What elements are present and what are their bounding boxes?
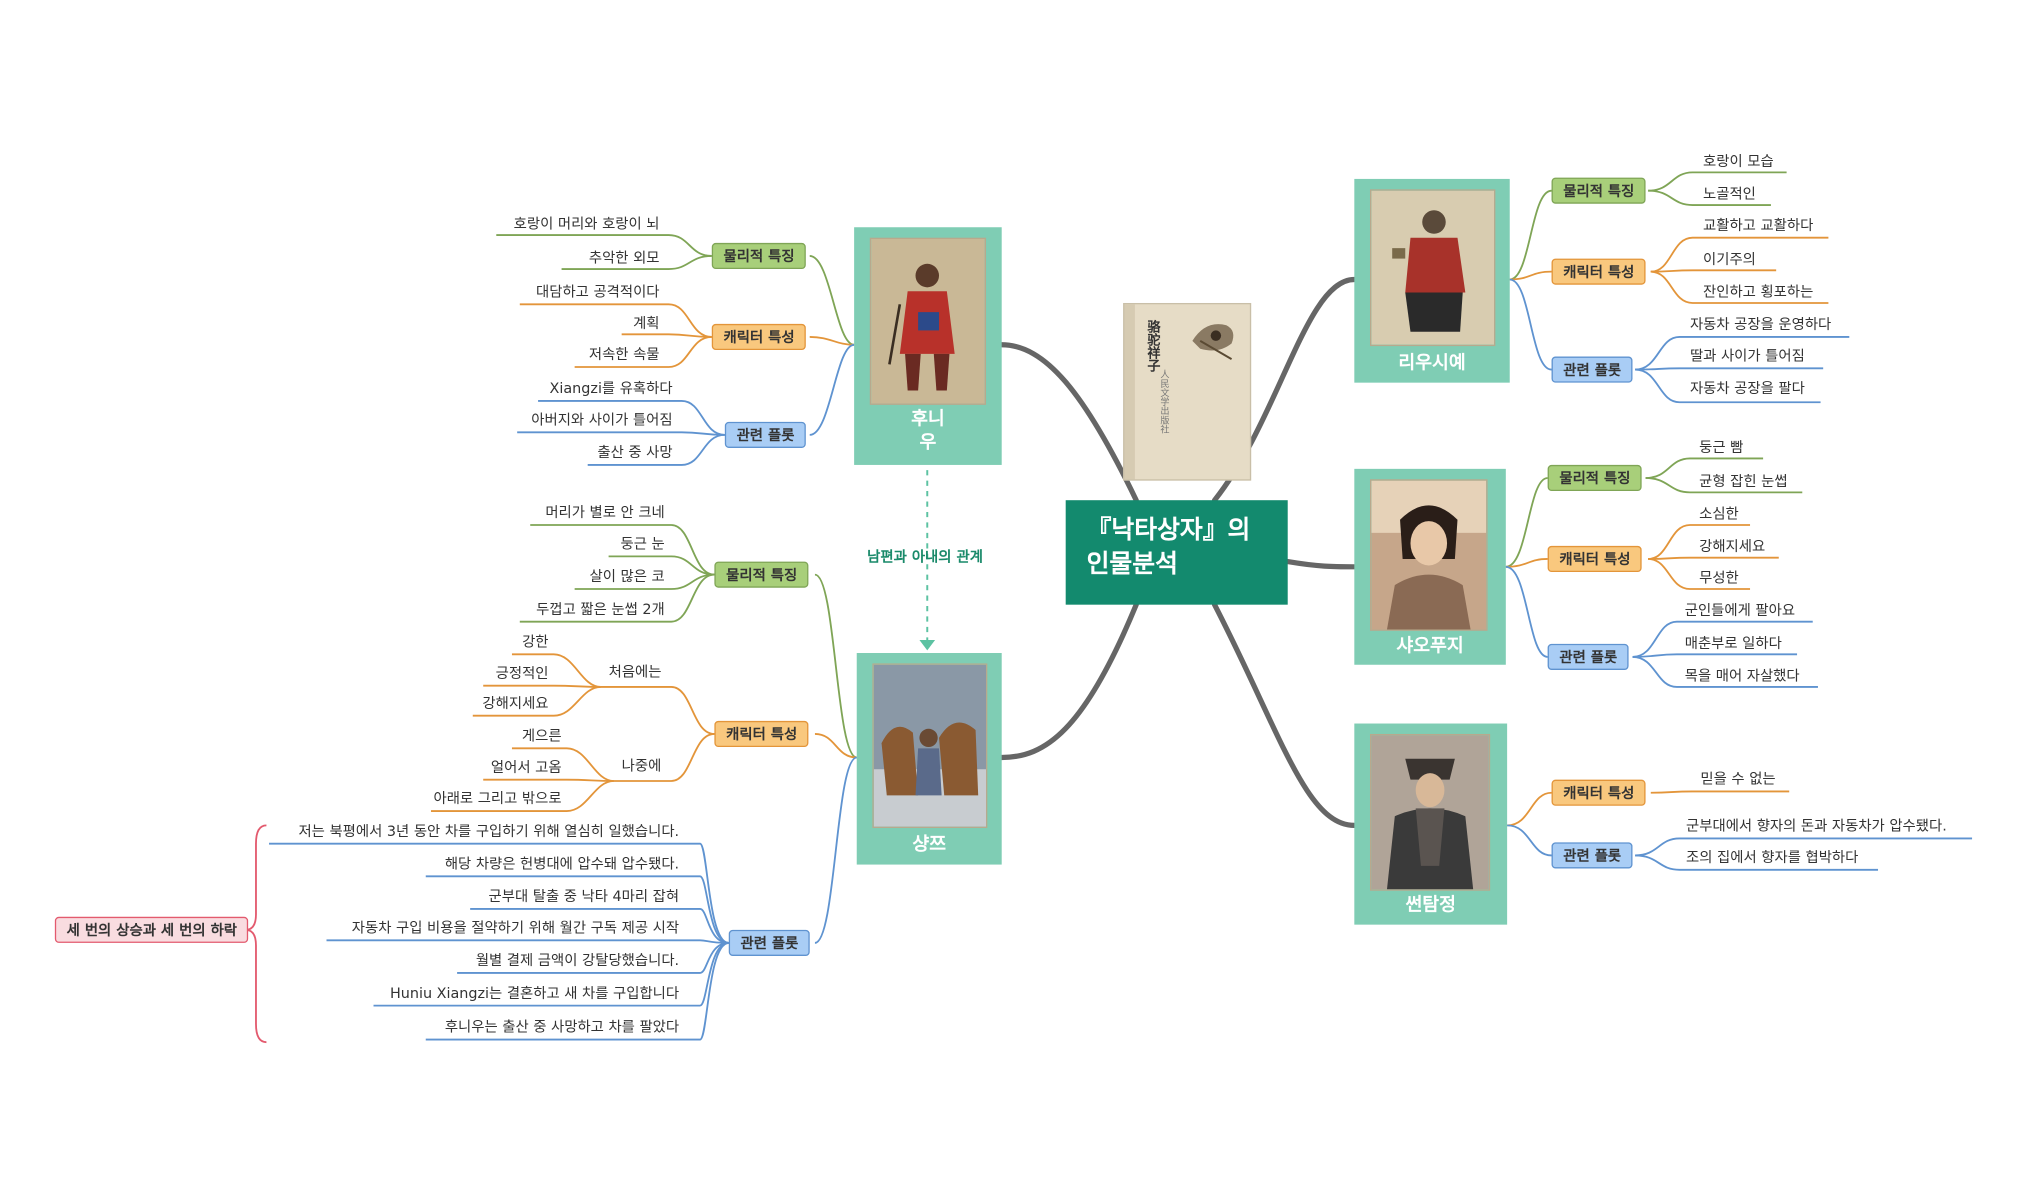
xiangzi-early-item: 강해지세요 (482, 694, 549, 712)
suntanzheng-name: 썬탐정 (1405, 894, 1456, 916)
huniu-plot-item: Xiangzi를 유혹하다 (549, 380, 673, 398)
huniu-character-item: 계획 (633, 314, 660, 332)
huniu-character-item: 대담하고 공격적이다 (536, 283, 660, 301)
liusiye-character-item: 잔인하고 횡포하는 (1703, 283, 1814, 301)
book-spine (1124, 304, 1135, 480)
character-card-xiaofuzi[interactable]: 샤오푸지 (1354, 468, 1506, 665)
suntanzheng-plot-tag[interactable]: 관련 플롯 (1551, 842, 1633, 869)
xiangzi-character-tag[interactable]: 캐릭터 특성 (714, 720, 809, 748)
xiaofuzi-character-tag[interactable]: 캐릭터 특성 (1547, 545, 1643, 573)
liusiye-character-item: 교활하고 교활하다 (1703, 216, 1814, 234)
character-card-liusiye[interactable]: 리우시예 (1354, 178, 1510, 383)
central-topic-line2: 인물분석 (1086, 549, 1178, 579)
character-card-huniu[interactable]: 후니 우 (854, 227, 1002, 465)
book-illustration (1192, 324, 1234, 360)
relation-label: 남편과 아내의 관계 (867, 548, 983, 566)
book-cover-image: 骆驼祥子 人民文学出版社 (1123, 302, 1252, 481)
liusiye-character-tag[interactable]: 캐릭터 특성 (1551, 258, 1647, 285)
xiangzi-early-item: 강한 (522, 633, 549, 651)
xiangzi-plot-item: 군부대 탈출 중 낙타 4마리 잡혀 (488, 888, 680, 906)
liusiye-plot-tag[interactable]: 관련 플롯 (1551, 356, 1633, 383)
xiaofuzi-name: 샤오푸지 (1396, 636, 1464, 657)
xiangzi-physical-item: 두껍고 짧은 눈썹 2개 (536, 600, 665, 618)
suntanzheng-character-tag[interactable]: 캐릭터 특성 (1551, 779, 1647, 806)
xiangzi-plot-tag[interactable]: 관련 플롯 (728, 929, 811, 956)
huniu-physical-item: 호랑이 머리와 호랑이 뇌 (513, 215, 660, 233)
huniu-plot-item: 출산 중 사망 (597, 444, 673, 462)
xiangzi-physical-item: 살이 많은 코 (589, 568, 665, 586)
book-title: 骆驼祥子 (1144, 319, 1159, 373)
xiangzi-early-label: 처음에는 (608, 663, 662, 681)
xiangzi-name: 샹쯔 (912, 834, 947, 856)
xiangzi-later-item: 얼어서 고옴 (490, 758, 562, 776)
xiangzi-plot-item: 월별 결제 금액이 강탈당했습니다. (475, 952, 680, 970)
huniu-character-tag[interactable]: 캐릭터 특성 (711, 323, 807, 351)
xiaofuzi-character-item: 소심한 (1699, 505, 1739, 523)
liusiye-physical-tag[interactable]: 물리적 특징 (1551, 177, 1647, 204)
liusiye-plot-item: 자동차 공장을 운영하다 (1689, 316, 1832, 334)
huniu-physical-item: 추악한 외모 (588, 249, 660, 267)
xiaofuzi-character-item: 무성한 (1699, 569, 1739, 587)
suntanzheng-plot-item: 군부대에서 향자의 돈과 자동차가 압수됐다. (1686, 817, 1947, 835)
liusiye-physical-item: 호랑이 모습 (1703, 152, 1774, 170)
huniu-plot-tag[interactable]: 관련 플롯 (724, 421, 807, 448)
huniu-character-item: 저속한 속물 (588, 346, 660, 364)
xiangzi-later-label: 나중에 (621, 757, 662, 775)
xiangzi-plot-item: 저는 북평에서 3년 동안 차를 구입하기 위해 열심히 일했습니다. (298, 822, 680, 840)
huniu-name-line2: 우 (919, 432, 937, 454)
xiaofuzi-plot-item: 목을 매어 자살했다 (1684, 667, 1800, 685)
xiangzi-plot-item: 해당 차량은 헌병대에 압수돼 압수됐다. (444, 855, 680, 873)
xiangzi-illustration-image (872, 663, 988, 829)
xiangzi-physical-tag[interactable]: 물리적 특징 (714, 561, 809, 588)
xiangzi-plot-item: 자동차 구입 비용을 절약하기 위해 월간 구독 제공 시작 (351, 919, 680, 937)
xiaofuzi-plot-item: 매춘부로 일하다 (1684, 634, 1782, 652)
xiangzi-later-item: 아래로 그리고 밖으로 (433, 790, 562, 808)
xiaofuzi-character-item: 강해지세요 (1699, 538, 1766, 556)
character-card-suntanzheng[interactable]: 썬탐정 (1354, 723, 1508, 925)
xiaofuzi-physical-item: 균형 잡힌 눈썹 (1699, 472, 1788, 490)
liusiye-plot-item: 딸과 사이가 틀어짐 (1689, 347, 1805, 365)
xiangzi-later-item: 게으른 (521, 727, 562, 745)
suntanzheng-portrait-image (1369, 733, 1491, 891)
huniu-plot-item: 아버지와 사이가 틀어짐 (531, 411, 673, 429)
xiangzi-plot-item: 후니우는 출산 중 사망하고 차를 팔았다 (444, 1018, 680, 1036)
liusiye-character-item: 이기주의 (1703, 250, 1756, 268)
xiangzi-physical-item: 머리가 별로 안 크네 (545, 504, 665, 522)
central-topic-line1: 『낙타상자』의 (1086, 515, 1251, 545)
central-topic[interactable]: 『낙타상자』의 인물분석 (1065, 500, 1288, 605)
character-card-xiangzi[interactable]: 샹쯔 (856, 653, 1002, 865)
huniu-physical-tag[interactable]: 물리적 특징 (711, 242, 807, 270)
liusiye-name: 리우시예 (1398, 352, 1466, 374)
huniu-name-line1: 후니 (911, 408, 945, 430)
suntanzheng-plot-item: 조의 집에서 향자를 협박하다 (1686, 848, 1859, 866)
xiaofuzi-portrait-image (1369, 479, 1488, 631)
xiangzi-early-item: 긍정적인 (495, 664, 549, 682)
liusiye-portrait-image (1369, 189, 1496, 347)
xiangzi-summary-tag[interactable]: 세 번의 상승과 세 번의 하락 (54, 916, 249, 943)
xiangzi-physical-item: 둥근 눈 (620, 535, 665, 553)
huniu-portrait-image (869, 237, 987, 405)
book-publisher: 人民文学出版社 (1159, 369, 1171, 434)
liusiye-physical-item: 노골적인 (1703, 185, 1756, 203)
xiaofuzi-physical-tag[interactable]: 물리적 특징 (1547, 464, 1643, 492)
liusiye-plot-item: 자동차 공장을 팔다 (1689, 380, 1805, 398)
suntanzheng-character-item: 믿을 수 없는 (1700, 770, 1776, 788)
xiaofuzi-physical-item: 둥근 빰 (1699, 438, 1744, 456)
xiangzi-plot-item: Huniu Xiangzi는 결혼하고 새 차를 구입합니다 (389, 984, 680, 1002)
xiaofuzi-plot-tag[interactable]: 관련 플롯 (1547, 643, 1629, 670)
xiaofuzi-plot-item: 군인들에게 팔아요 (1684, 602, 1796, 620)
